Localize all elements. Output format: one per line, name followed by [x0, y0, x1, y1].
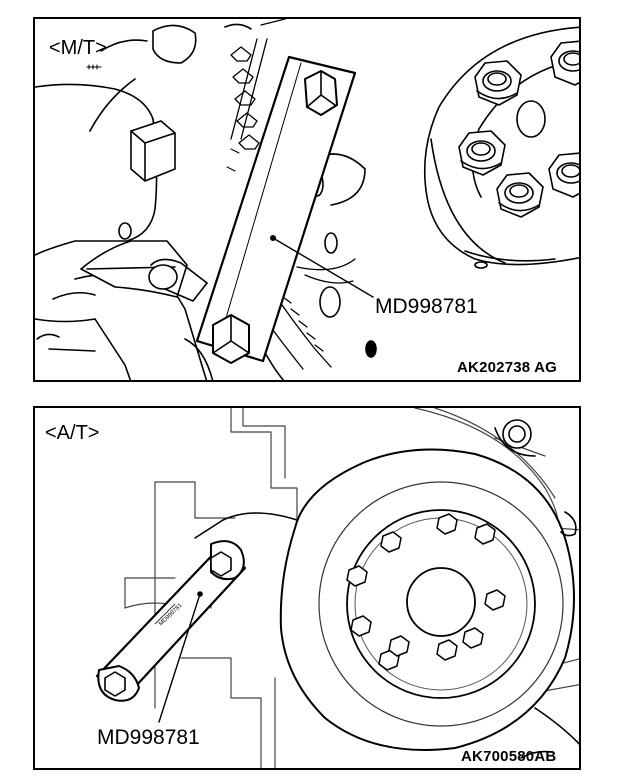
figure-id-at: AK700580AB [461, 748, 557, 765]
ring-gear-teeth [230, 19, 356, 370]
special-tool-stopper-mt [118, 55, 357, 364]
tool-callout-mt: MD998781 [375, 295, 478, 318]
figure-at-panel: MD998781 <A/T> MD998781 AK700580AB [33, 406, 581, 770]
variant-label-mt: <M/T> [49, 37, 107, 59]
boss-fitting [494, 419, 577, 537]
tool-callout-at: MD998781 [97, 726, 200, 749]
drive-plate-bolts [346, 513, 506, 671]
top-fixture [152, 23, 252, 64]
variant-label-at: <A/T> [45, 422, 100, 444]
mt-mark [86, 64, 102, 70]
transmission-housing-lines [124, 408, 579, 768]
at-lower-arc [520, 707, 579, 759]
special-tool-stopper-at: MD998781 [95, 540, 247, 702]
at-illustration: MD998781 [95, 408, 579, 768]
at-leader-line [158, 593, 201, 723]
figure-mt-panel: <M/T> MD998781 AK202738 AG [33, 17, 581, 382]
drive-plate [194, 448, 575, 751]
mt-illustration [35, 19, 579, 380]
mt-leader-line [270, 235, 374, 298]
figure-id-mt: AK202738 AG [457, 359, 558, 376]
flywheel-bolts [365, 40, 579, 358]
